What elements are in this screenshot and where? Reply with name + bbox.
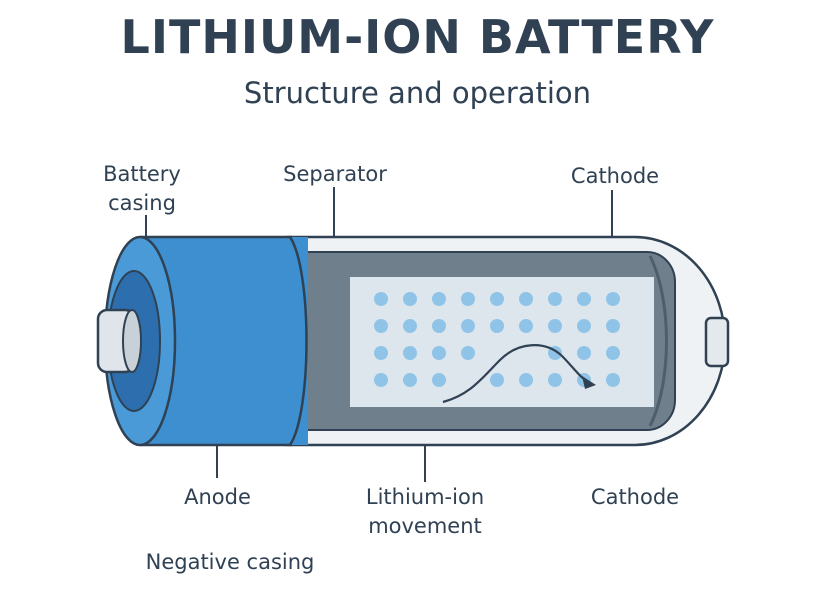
ion-dots	[374, 292, 620, 387]
label-battery-casing: Battery casing	[82, 160, 202, 218]
ion-dot	[606, 292, 620, 306]
ion-dot	[403, 319, 417, 333]
ion-dot	[432, 319, 446, 333]
ion-dot	[461, 319, 475, 333]
ion-dot	[461, 292, 475, 306]
ion-dot	[577, 319, 591, 333]
ion-dot	[490, 319, 504, 333]
positive-terminal	[704, 316, 730, 368]
ion-dot	[577, 346, 591, 360]
label-battery-casing-line1: Battery	[103, 162, 181, 186]
ion-dot	[548, 319, 562, 333]
label-cathode-top: Cathode	[570, 164, 660, 188]
label-negative-casing: Negative casing	[145, 550, 315, 574]
ion-dot	[432, 373, 446, 387]
ion-dot	[548, 292, 562, 306]
label-cathode-bottom: Cathode	[590, 485, 680, 509]
anode-right-edge	[288, 236, 308, 446]
page-subtitle: Structure and operation	[243, 76, 592, 110]
ion-dot	[577, 292, 591, 306]
ion-dot	[403, 346, 417, 360]
ion-dot	[519, 319, 533, 333]
ion-dot	[432, 292, 446, 306]
ion-dot	[403, 373, 417, 387]
ion-dot	[519, 292, 533, 306]
ion-dot	[461, 346, 475, 360]
ion-dot	[490, 373, 504, 387]
ion-dot	[374, 319, 388, 333]
ion-dot	[519, 373, 533, 387]
ion-dot	[374, 373, 388, 387]
label-lithium-ion-line2: movement	[368, 514, 482, 538]
ion-dot	[403, 292, 417, 306]
label-anode: Anode	[184, 485, 251, 509]
page-title: LITHIUM-ION BATTERY	[120, 10, 715, 64]
label-lithium-ion-line1: Lithium-ion	[365, 485, 485, 509]
ion-dot	[606, 373, 620, 387]
ion-dot	[606, 346, 620, 360]
label-separator: Separator	[283, 162, 387, 186]
ion-dot	[606, 319, 620, 333]
ion-dot	[490, 292, 504, 306]
ion-dot	[374, 292, 388, 306]
label-lithium-ion-movement: Lithium-ion movement	[345, 483, 505, 541]
arrow-head	[582, 376, 596, 389]
ion-dot	[374, 346, 388, 360]
ion-dot	[432, 346, 446, 360]
ion-dot	[548, 373, 562, 387]
ion-movement-arrow	[442, 344, 591, 404]
label-battery-casing-line2: casing	[108, 191, 176, 215]
cathode-edge	[648, 255, 668, 427]
